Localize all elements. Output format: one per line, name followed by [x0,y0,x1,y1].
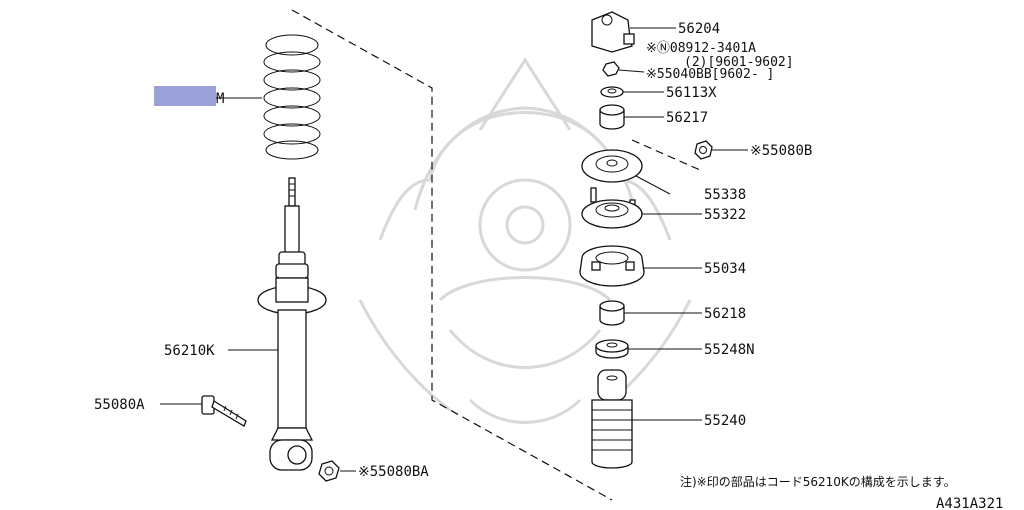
bolt-label: 55080A [94,397,145,413]
insulator-label: 55338 [704,187,746,203]
mount-nut-label: ※55080B [750,143,812,159]
footnote: 注)※印の部品はコード56210Kの構成を示します。 [680,474,956,489]
nut-b-label: ※55040BB[9602- ] [646,67,774,82]
spring-label: M [216,91,224,107]
nut-a-label: ※Ⓝ08912-3401A [646,41,756,56]
upper-cover-label: 56204 [678,21,720,37]
diagram-code: A431A321 [936,496,1003,510]
upper-cover-56204 [591,11,635,53]
washer-56113x [600,86,624,98]
bound-bumper-label: 55240 [704,413,746,429]
lower-nut-label: ※55080BA [358,464,429,480]
washer-label: 56113X [666,85,717,101]
bolt-55080a [201,395,247,427]
bound-bumper-55240 [591,369,633,469]
bushing-upper-label: 56217 [666,110,708,126]
shock-absorber [257,177,327,471]
spring-seat-55034 [579,245,645,287]
nut-55080ba [318,460,340,482]
nut-a-note-label: (2)[9601-9602] [684,55,794,70]
nut-55040bb [602,61,620,77]
coil-spring [263,34,321,160]
assembly-group-outline [291,9,613,501]
washer-lower-label: 55248N [704,342,755,358]
watermark-emblem [358,57,692,424]
bushing-56217 [599,104,625,130]
washer-55248n [595,339,629,359]
insulator-55338 [581,149,643,183]
mounting-55322 [581,187,643,229]
nut-55080b [694,140,713,160]
bushing-lower-label: 56218 [704,306,746,322]
mounting-label: 55322 [704,207,746,223]
spring-part-number-highlight [154,86,216,106]
shock-absorber-label: 56210K [164,343,215,359]
bushing-56218 [599,300,625,326]
spring-seat-label: 55034 [704,261,746,277]
